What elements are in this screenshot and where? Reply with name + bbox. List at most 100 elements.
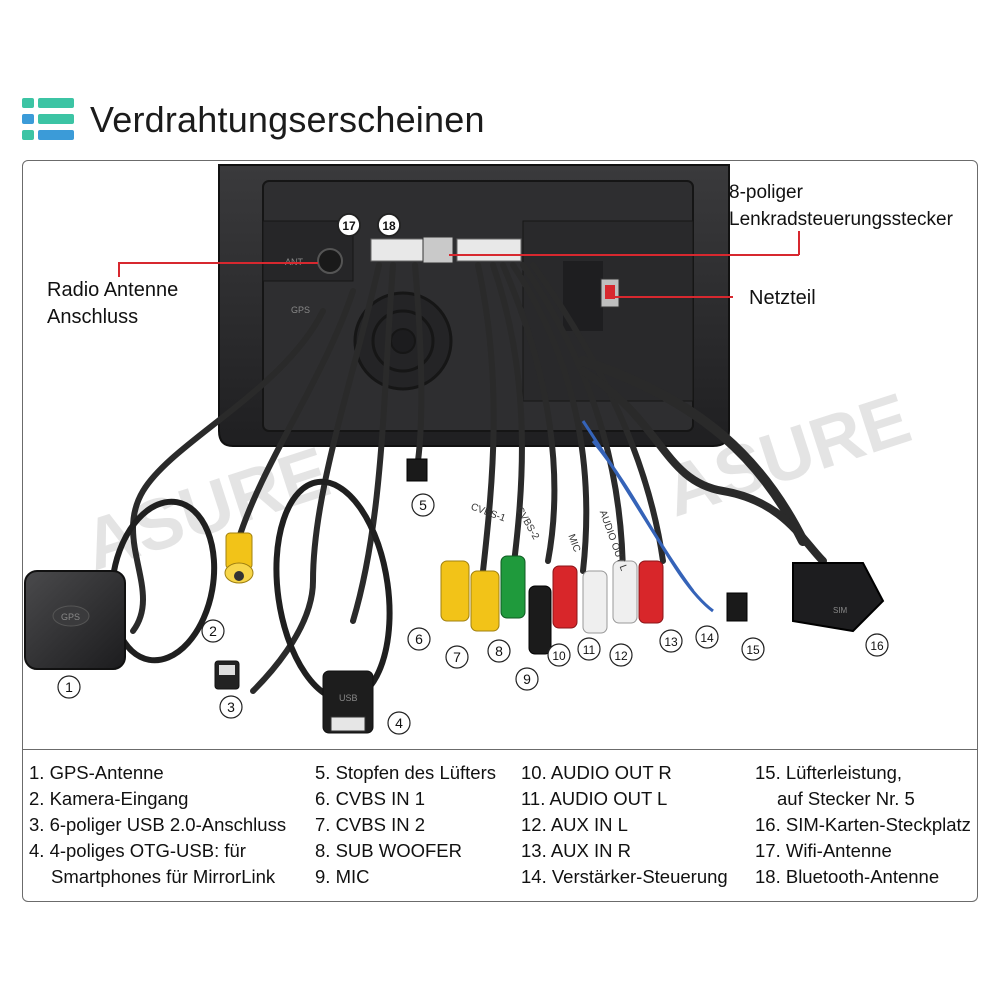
marker-label: 13 bbox=[664, 635, 678, 649]
radio-antenna-label-line1: Radio Antenne bbox=[47, 279, 179, 301]
legend-item: 16. SIM-Karten-Steckplatz bbox=[755, 814, 971, 835]
marker-circle bbox=[487, 639, 511, 663]
marker-label: 6 bbox=[415, 631, 423, 647]
legend-item: 18. Bluetooth-Antenne bbox=[755, 866, 940, 887]
mic-label: MIC bbox=[565, 533, 582, 554]
marker-label: 12 bbox=[614, 649, 628, 663]
cables bbox=[130, 262, 827, 694]
fan-plug bbox=[406, 458, 428, 482]
camera-rca bbox=[224, 532, 254, 584]
usb-label: USB bbox=[339, 693, 358, 703]
legend-item: 9. MIC bbox=[315, 866, 370, 887]
marker-7: 7 bbox=[445, 645, 469, 669]
marker-circle bbox=[407, 627, 431, 651]
steering-callout: 8-poliger Lenkradsteuerungsstecker bbox=[729, 179, 953, 233]
legend-item: 2. Kamera-Eingang bbox=[29, 788, 189, 809]
marker-label: 17 bbox=[342, 219, 356, 233]
wiring-diagram: ASURE ASURE ANT GPS bbox=[22, 160, 978, 750]
marker-circle bbox=[741, 637, 765, 661]
head-unit: ANT GPS bbox=[218, 164, 730, 447]
marker-label: 16 bbox=[870, 639, 884, 653]
steering-label-line2: Lenkradsteuerungsstecker bbox=[729, 209, 953, 230]
legend-item: 11. AUDIO OUT L bbox=[521, 788, 668, 809]
marker-label: 4 bbox=[395, 715, 403, 731]
marker-circle bbox=[577, 637, 601, 661]
marker-12: 12 bbox=[609, 643, 633, 667]
legend-item: 5. Stopfen des Lüfters bbox=[315, 762, 497, 783]
legend-col-1: 1. GPS-Antenne 2. Kamera-Eingang 3. 6-po… bbox=[29, 760, 286, 890]
radio-antenna-callout: Radio Antenne Anschluss bbox=[47, 277, 178, 331]
marker-circle bbox=[515, 667, 539, 691]
fan-power-plug bbox=[726, 592, 748, 622]
marker-circle bbox=[387, 711, 411, 735]
signal-wires bbox=[581, 420, 714, 613]
legend: 1. GPS-Antenne 2. Kamera-Eingang 3. 6-po… bbox=[22, 750, 978, 902]
marker-10: 10 bbox=[547, 643, 571, 667]
radio-antenna-label-line2: Anschluss bbox=[47, 306, 139, 328]
legend-item: 3. 6-poliger USB 2.0-Anschluss bbox=[29, 814, 287, 835]
page-title: Verdrahtungserscheinen bbox=[90, 99, 485, 140]
legend-col-3: 10. AUDIO OUT R 11. AUDIO OUT L 12. AUX … bbox=[521, 760, 728, 890]
gps-antenna: GPS bbox=[24, 570, 126, 670]
marker-circle bbox=[547, 643, 571, 667]
marker-label: 9 bbox=[523, 671, 531, 687]
marker-8: 8 bbox=[487, 639, 511, 663]
marker-label: 18 bbox=[382, 219, 396, 233]
marker-circle bbox=[865, 633, 889, 657]
marker-circle bbox=[201, 619, 225, 643]
sim-module-label: SIM bbox=[833, 606, 848, 615]
power-callout: Netzteil bbox=[749, 287, 816, 309]
marker-14: 14 bbox=[695, 625, 719, 649]
legend-item: 13. AUX IN R bbox=[521, 840, 632, 861]
marker-5: 5 bbox=[411, 493, 435, 517]
marker-circle bbox=[609, 643, 633, 667]
marker-label: 7 bbox=[453, 649, 461, 665]
header: Verdrahtungserscheinen bbox=[22, 96, 485, 144]
usb-connectors: USB bbox=[214, 660, 374, 734]
legend-item: 15. Lüfterleistung, bbox=[755, 762, 903, 783]
marker-9: 9 bbox=[515, 667, 539, 691]
legend-item: 1. GPS-Antenne bbox=[29, 762, 164, 783]
marker-circle bbox=[411, 493, 435, 517]
marker-label: 14 bbox=[700, 631, 714, 645]
marker-label: 5 bbox=[419, 497, 427, 513]
marker-label: 10 bbox=[552, 649, 566, 663]
marker-label: 3 bbox=[227, 699, 235, 715]
legend-col-4: 15. Lüfterleistung, auf Stecker Nr. 5 16… bbox=[755, 760, 971, 890]
legend-item: 14. Verstärker-Steuerung bbox=[521, 866, 728, 887]
marker-label: 15 bbox=[746, 643, 760, 657]
marker-label: 1 bbox=[65, 679, 73, 695]
marker-3: 3 bbox=[219, 695, 243, 719]
legend-item: 17. Wifi-Antenne bbox=[755, 840, 892, 861]
marker-circle bbox=[445, 645, 469, 669]
list-icon bbox=[22, 98, 74, 140]
marker-label: 2 bbox=[209, 623, 217, 639]
legend-item: 8. SUB WOOFER bbox=[315, 840, 462, 861]
marker-6: 6 bbox=[407, 627, 431, 651]
legend-item: 6. CVBS IN 1 bbox=[315, 788, 426, 809]
marker-circle bbox=[695, 625, 719, 649]
marker-circle bbox=[337, 213, 361, 237]
marker-circle bbox=[219, 695, 243, 719]
marker-2: 2 bbox=[201, 619, 225, 643]
marker-label: 8 bbox=[495, 643, 503, 659]
legend-item: Smartphones für MirrorLink bbox=[51, 866, 276, 887]
legend-item: 10. AUDIO OUT R bbox=[521, 762, 672, 783]
marker-16: 16 bbox=[865, 633, 889, 657]
legend-item: 12. AUX IN L bbox=[521, 814, 628, 835]
steering-label-line1: 8-poliger bbox=[729, 182, 803, 203]
marker-circle bbox=[659, 629, 683, 653]
gps-port-label: GPS bbox=[291, 305, 310, 315]
marker-13: 13 bbox=[659, 629, 683, 653]
marker-label: 11 bbox=[583, 643, 596, 657]
gps-module-label: GPS bbox=[61, 612, 80, 622]
sim-module: SIM bbox=[792, 562, 885, 633]
marker-4: 4 bbox=[387, 711, 411, 735]
marker-circle bbox=[57, 675, 81, 699]
legend-item: 4. 4-poliges OTG-USB: für bbox=[29, 840, 246, 861]
wiring-illustration: ASURE ASURE ANT GPS bbox=[24, 164, 920, 735]
marker-11: 11 bbox=[577, 637, 601, 661]
legend-item: auf Stecker Nr. 5 bbox=[777, 788, 915, 809]
marker-18: 18 bbox=[377, 213, 401, 237]
